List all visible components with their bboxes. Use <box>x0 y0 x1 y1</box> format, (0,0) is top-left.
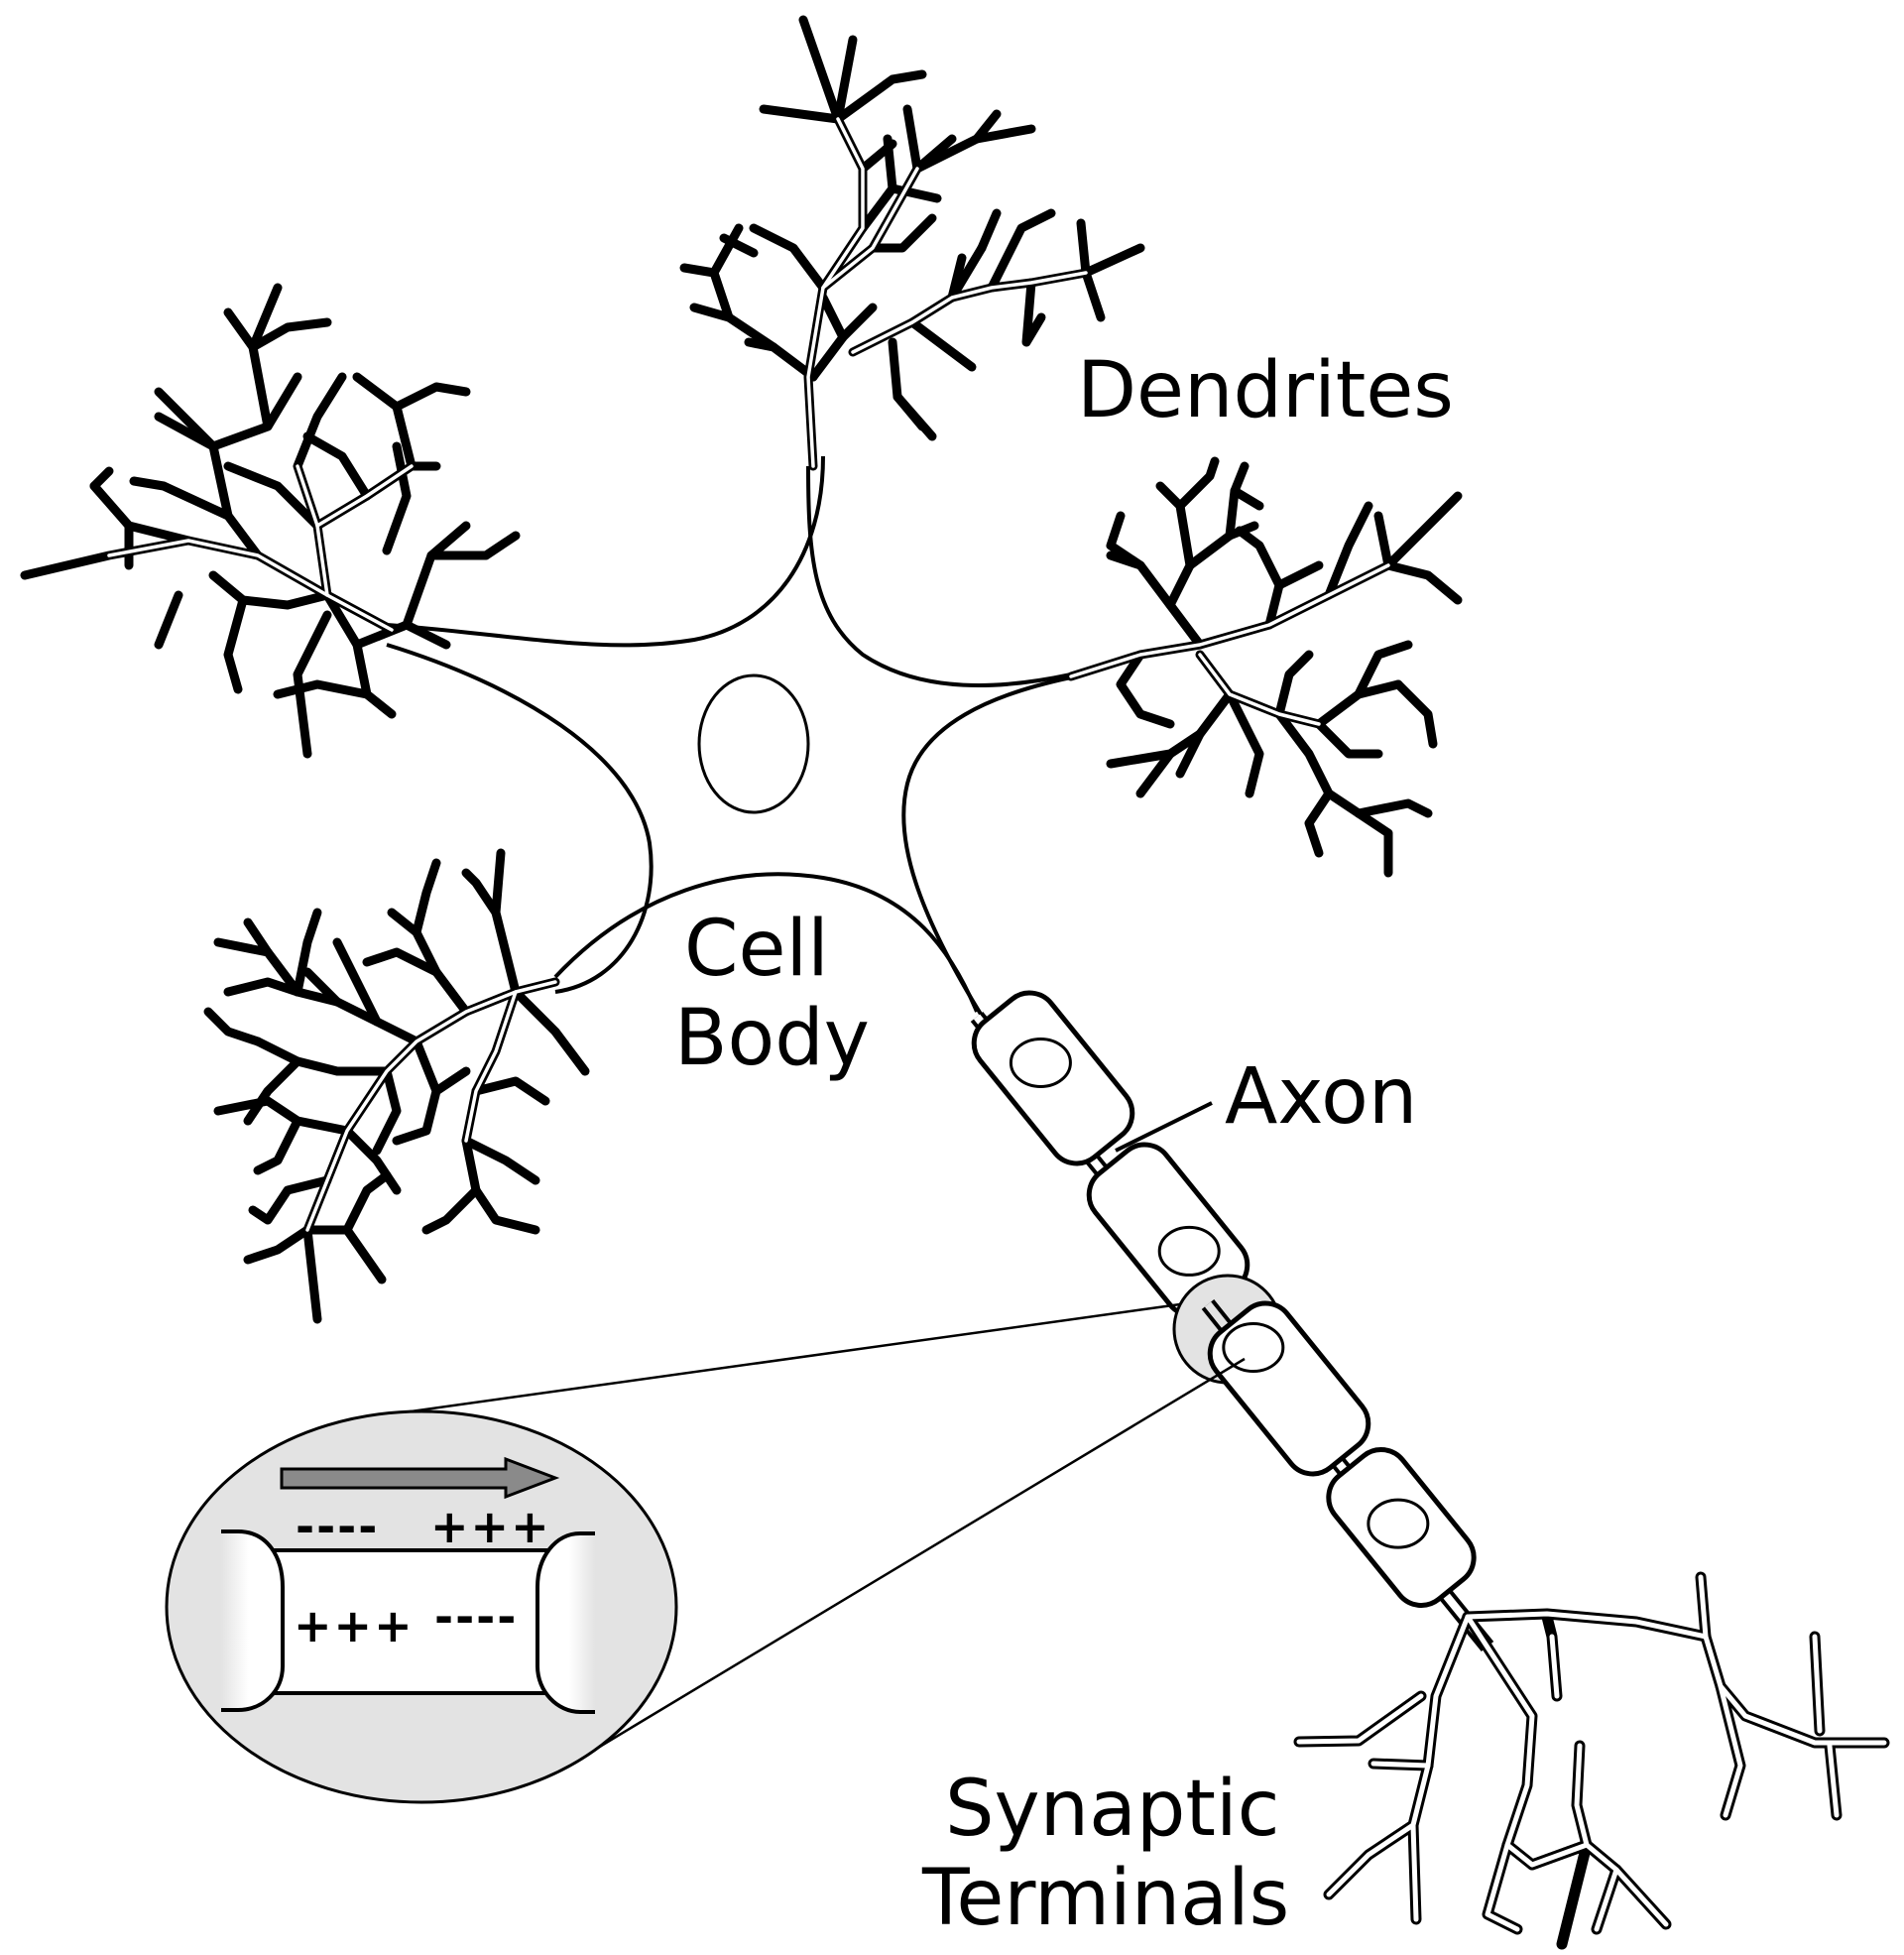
cell-body <box>386 455 1072 1034</box>
inset-inside-right-charge: ---- <box>434 1590 518 1644</box>
label-axon: Axon <box>1225 1052 1417 1142</box>
nucleus <box>697 673 810 814</box>
myelin-sheath-1 <box>971 990 1135 1166</box>
myelin-sheath-3 <box>1207 1300 1371 1477</box>
label-cell-body-line2: Body <box>674 994 870 1083</box>
inset-callout-lines <box>374 1302 1246 1750</box>
label-cell-body-line1: Cell <box>684 905 829 994</box>
inset-myelin-right <box>537 1533 595 1712</box>
inset-magnification: ---- +++ +++ ---- <box>165 1409 678 1804</box>
label-dendrites: Dendrites <box>1077 346 1454 435</box>
inset-inside-left-charge: +++ <box>294 1599 415 1652</box>
dendrites-upper-left <box>20 283 521 759</box>
inset-axon-segment <box>273 1549 568 1693</box>
inset-outside-left-charge: ---- <box>296 1500 379 1553</box>
synaptic-terminals <box>1293 1571 1890 1950</box>
myelin-sheath-4 <box>1326 1447 1477 1608</box>
inset-myelin-left <box>221 1531 283 1710</box>
inset-direction-arrow <box>280 1456 560 1500</box>
inset-outside-right-charge: +++ <box>430 1500 551 1553</box>
dendrites-top <box>679 15 1145 471</box>
dendrites-right <box>1066 456 1463 878</box>
axon <box>970 990 1494 1652</box>
label-synaptic-line1: Synaptic <box>945 1765 1280 1854</box>
axon-leader-line <box>1115 1101 1213 1153</box>
dendrites-lower-left <box>203 848 590 1324</box>
label-synaptic-line2: Terminals <box>921 1854 1289 1943</box>
